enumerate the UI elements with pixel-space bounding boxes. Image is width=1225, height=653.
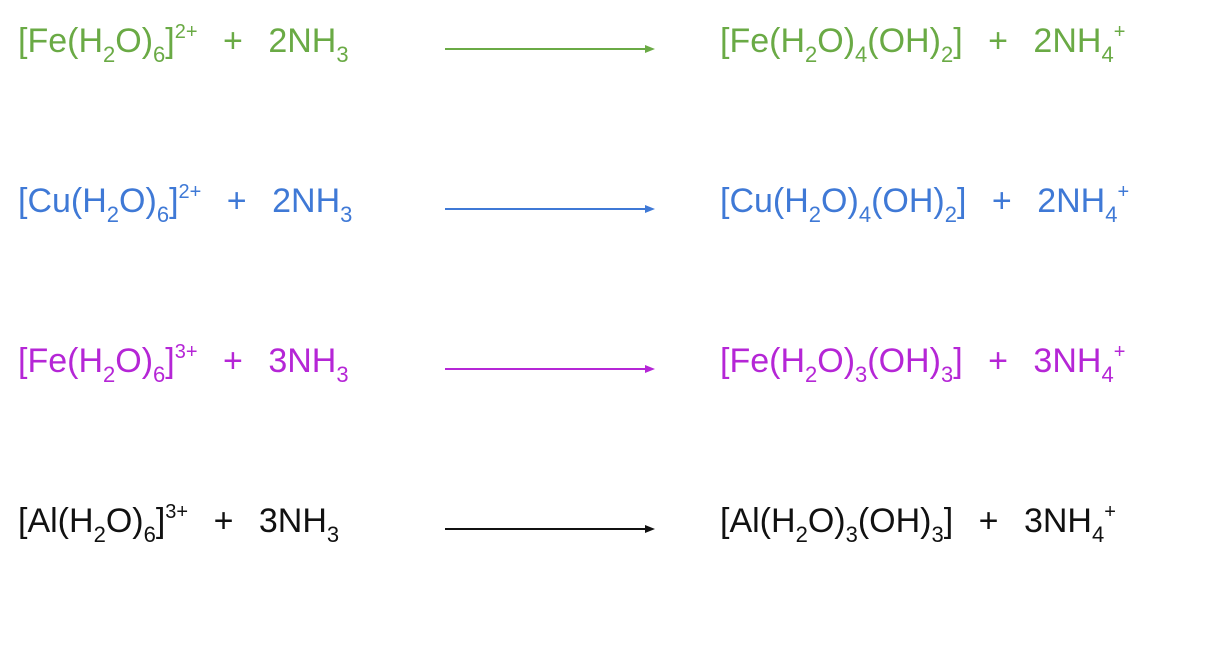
product-mid: O) <box>817 342 856 380</box>
subscript: 3 <box>940 362 954 387</box>
hydroxide: (OH) <box>867 22 941 60</box>
reaction-arrow <box>445 42 655 56</box>
subscript: 4 <box>855 42 868 67</box>
subscript: 4 <box>858 202 872 227</box>
subscript: 3 <box>931 522 944 547</box>
subscript: 2 <box>805 362 818 387</box>
reactant-mid: O) <box>115 342 154 380</box>
equation-fe2: [Fe(H2O)6]2+ + 2NH3 [Fe(H2O)4(OH)2] + 2N… <box>0 21 1225 104</box>
subscript: 6 <box>156 202 170 227</box>
product-close: ] <box>953 342 963 380</box>
reactant-open: [Cu(H <box>18 182 107 220</box>
product-mid: O) <box>807 502 846 540</box>
subscript: 3 <box>855 362 868 387</box>
product-close: ] <box>956 182 967 220</box>
equation-al3: [Al(H2O)6]3+ + 3NH3 [Al(H2O)3(OH)3] + 3N… <box>0 501 1225 584</box>
subscript: 2 <box>795 522 808 547</box>
plus-sign: + <box>226 182 247 220</box>
equation-fe3: [Fe(H2O)6]3+ + 3NH3 [Fe(H2O)3(OH)3] + 3N… <box>0 341 1225 424</box>
subscript: 2 <box>805 42 818 67</box>
reaction-arrow <box>445 202 655 216</box>
reagent: 2NH <box>268 22 337 60</box>
product-close: ] <box>953 22 963 60</box>
product-open: [Fe(H <box>720 22 805 60</box>
hydroxide: (OH) <box>857 502 932 540</box>
reactant-open: [Al(H <box>18 502 94 540</box>
reactants: [Cu(H2O)6]2+ + 2NH3 <box>18 181 352 226</box>
product-close: ] <box>943 502 954 540</box>
subscript: 6 <box>143 522 156 547</box>
subscript: 6 <box>153 362 166 387</box>
reactant-close: ] <box>165 22 175 60</box>
reactants: [Al(H2O)6]3+ + 3NH3 <box>18 501 339 546</box>
reactant-mid: O) <box>115 22 154 60</box>
plus-sign: + <box>213 502 234 540</box>
subscript: 2 <box>103 362 116 387</box>
reagent: 3NH <box>268 342 337 380</box>
subscript: 3 <box>326 522 340 547</box>
reactants: [Fe(H2O)6]3+ + 3NH3 <box>18 341 349 386</box>
reactant-mid: O) <box>105 502 144 540</box>
byproduct: 2NH <box>1037 182 1106 220</box>
product-open: [Fe(H <box>720 342 805 380</box>
equation-cu2: [Cu(H2O)6]2+ + 2NH3 [Cu(H2O)4(OH)2] + 2N… <box>0 181 1225 264</box>
subscript: 4 <box>1101 362 1114 387</box>
reactant-close: ] <box>169 182 179 220</box>
charge: + <box>1117 181 1130 203</box>
products: [Fe(H2O)4(OH)2] + 2NH4+ <box>720 21 1126 66</box>
reaction-arrow <box>445 522 655 536</box>
byproduct: 2NH <box>1033 22 1102 60</box>
charge: + <box>1104 501 1116 523</box>
subscript: 2 <box>93 522 106 547</box>
plus-sign: + <box>223 342 243 380</box>
subscript: 2 <box>940 42 954 67</box>
reactant-close: ] <box>165 342 175 380</box>
product-open: [Al(H <box>720 502 796 540</box>
charge: 3+ <box>165 501 189 523</box>
byproduct: 3NH <box>1033 342 1102 380</box>
subscript: 3 <box>336 42 349 67</box>
charge: + <box>1113 341 1126 363</box>
reactant-close: ] <box>155 502 166 540</box>
reactant-mid: O) <box>119 182 157 220</box>
reactants: [Fe(H2O)6]2+ + 2NH3 <box>18 21 349 66</box>
subscript: 3 <box>336 362 349 387</box>
hydroxide: (OH) <box>871 182 945 220</box>
reactant-open: [Fe(H <box>18 22 103 60</box>
subscript: 2 <box>808 202 822 227</box>
subscript: 4 <box>1101 42 1114 67</box>
plus-sign: + <box>988 22 1008 60</box>
product-mid: O) <box>817 22 856 60</box>
charge: 2+ <box>174 21 198 43</box>
product-open: [Cu(H <box>720 182 809 220</box>
charge: + <box>1113 21 1126 43</box>
subscript: 2 <box>106 202 120 227</box>
subscript: 4 <box>1092 522 1105 547</box>
reactant-open: [Fe(H <box>18 342 103 380</box>
plus-sign: + <box>223 22 243 60</box>
subscript: 4 <box>1105 202 1118 227</box>
hydroxide: (OH) <box>867 342 941 380</box>
products: [Cu(H2O)4(OH)2] + 2NH4+ <box>720 181 1130 226</box>
reagent: 2NH <box>272 182 341 220</box>
plus-sign: + <box>978 502 999 540</box>
byproduct: 3NH <box>1023 502 1092 540</box>
subscript: 2 <box>944 202 957 227</box>
products: [Fe(H2O)3(OH)3] + 3NH4+ <box>720 341 1126 386</box>
subscript: 2 <box>103 42 116 67</box>
reagent: 3NH <box>258 502 327 540</box>
subscript: 6 <box>153 42 166 67</box>
products: [Al(H2O)3(OH)3] + 3NH4+ <box>720 501 1116 546</box>
reaction-arrow <box>445 362 655 376</box>
subscript: 3 <box>845 522 858 547</box>
charge: 3+ <box>174 341 198 363</box>
subscript: 3 <box>340 202 353 227</box>
plus-sign: + <box>988 342 1008 380</box>
product-mid: O) <box>821 182 859 220</box>
charge: 2+ <box>178 181 202 203</box>
plus-sign: + <box>991 182 1012 220</box>
